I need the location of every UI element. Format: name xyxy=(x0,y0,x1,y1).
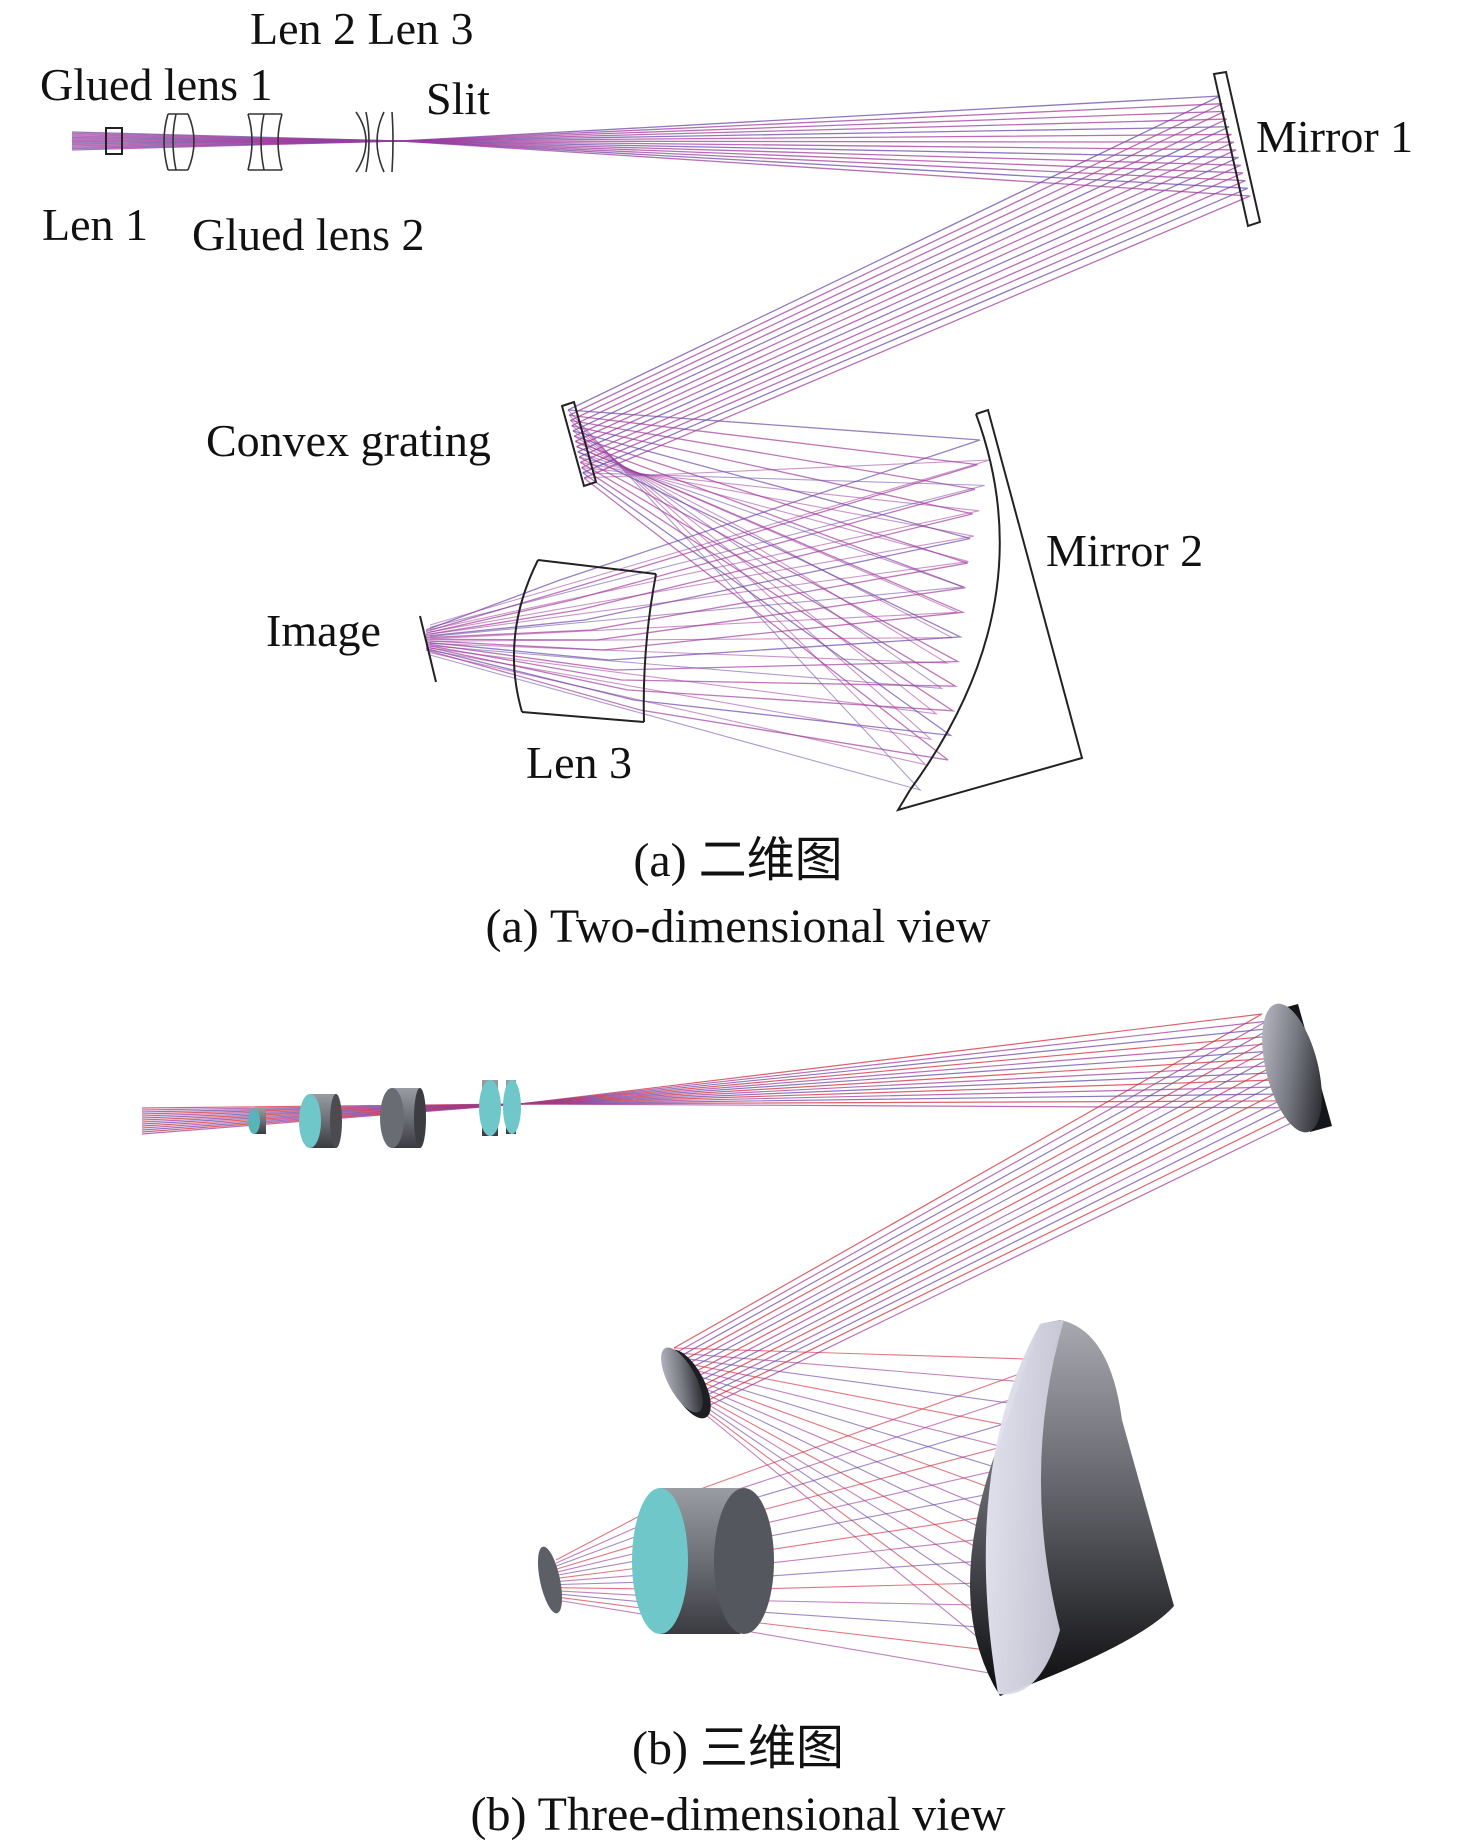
convex-grating-element xyxy=(560,400,598,488)
len-3-element xyxy=(512,559,657,723)
label-mirror-2: Mirror 2 xyxy=(1046,525,1203,576)
ray-2d-output-b xyxy=(429,446,958,640)
ray-2d-output xyxy=(425,451,963,661)
ray-2d-input xyxy=(71,118,1228,427)
mirror-2-3d xyxy=(970,1320,1174,1696)
mirror-2-element xyxy=(895,408,1084,812)
ray-2d-output-b xyxy=(429,466,980,631)
len-1-3d xyxy=(248,1108,266,1134)
ray-2d-output-b xyxy=(429,440,953,642)
ray-2d-output-b xyxy=(429,409,922,792)
label-convex-grating: Convex grating xyxy=(206,415,491,466)
ray-2d-output xyxy=(425,409,981,631)
ray-3d-output xyxy=(555,1409,1032,1681)
ray-2d-output-b xyxy=(429,420,933,741)
caption-a-chinese: (a) 二维图 xyxy=(633,834,842,887)
label-len-3: Len 3 xyxy=(526,737,632,788)
ray-2d-input xyxy=(71,140,1244,463)
ray-3d-output xyxy=(555,1380,1046,1583)
ray-3d-output xyxy=(555,1361,1052,1570)
len-1-element xyxy=(105,127,123,155)
ray-2d-output-b xyxy=(429,461,974,633)
ray-3d-input xyxy=(141,1020,1267,1354)
ray-3d-output xyxy=(555,1404,1035,1657)
len-2-len-3-element xyxy=(355,111,394,173)
ray-2d-output-b xyxy=(429,472,985,628)
ray-2d-output-b xyxy=(429,456,969,635)
ray-3d-output xyxy=(555,1371,1048,1576)
ray-2d-output xyxy=(425,446,966,651)
caption-b-chinese: (b) 三维图 xyxy=(632,1722,844,1775)
label-glued-lens-2: Glued lens 2 xyxy=(192,209,425,260)
ray-3d-output xyxy=(555,1376,1046,1580)
ray-2d-output xyxy=(425,456,961,671)
ray-2d-input xyxy=(71,140,1248,474)
ray-3d-output xyxy=(555,1400,1037,1632)
label-glued-lens-1: Glued lens 1 xyxy=(40,59,273,110)
two-dimensional-view-panel: Len 2 Len 3 Glued lens 1 Slit Mirror 1 L… xyxy=(40,3,1413,953)
ray-2d-output-b xyxy=(429,425,939,715)
label-len2-len3: Len 2 Len 3 xyxy=(250,3,474,54)
ray-2d-output xyxy=(425,477,949,761)
ray-2d-output xyxy=(425,440,966,641)
glued-lens-2-3d xyxy=(380,1088,426,1148)
ray-3d-output xyxy=(555,1356,1054,1567)
ray-2d-input xyxy=(71,140,1246,469)
three-dimensional-view-panel: (b) 三维图 (b) Three-dimensional view xyxy=(141,1003,1332,1841)
ray-2d-input xyxy=(71,140,1237,448)
ray-2d-output xyxy=(425,461,958,687)
ray-2d-output-b xyxy=(429,430,944,690)
ray-2d-input xyxy=(71,126,1230,432)
ray-3d-output xyxy=(555,1352,1057,1564)
label-mirror-1: Mirror 1 xyxy=(1256,111,1413,162)
convex-grating-3d xyxy=(661,1347,711,1419)
mirror-1-element xyxy=(1212,70,1262,228)
ray-2d-input xyxy=(71,103,1223,416)
mirror-1-3d xyxy=(1262,1003,1332,1133)
ray-2d-input xyxy=(71,140,1242,458)
ray-3d-input xyxy=(141,1042,1281,1368)
ray-2d-input xyxy=(71,110,1225,422)
label-image: Image xyxy=(266,605,381,656)
ray-3d-output xyxy=(555,1347,1059,1561)
ray-3d-output xyxy=(555,1366,1050,1573)
ray-2d-input xyxy=(71,140,1239,453)
len-3-3d xyxy=(632,1488,774,1634)
ray-2d-output xyxy=(425,466,956,712)
caption-a-english: (a) Two-dimensional view xyxy=(486,900,991,953)
ray-2d-output-b xyxy=(429,451,964,638)
glued-lens-1-element xyxy=(163,113,195,171)
ray-2d-input xyxy=(71,140,1251,479)
image-plane-element xyxy=(419,615,437,683)
ray-2d-input xyxy=(71,95,1221,411)
len-2-len-3-3d xyxy=(479,1080,521,1136)
ray-2d-output xyxy=(425,419,976,634)
ray-2d-input xyxy=(71,133,1232,437)
label-slit: Slit xyxy=(426,73,490,124)
caption-b-english: (b) Three-dimensional view xyxy=(471,1788,1006,1841)
glued-lens-2-element xyxy=(247,113,283,171)
ray-2d-output xyxy=(425,472,953,737)
glued-lens-1-3d xyxy=(299,1094,342,1148)
ray-2d-input xyxy=(71,139,1235,442)
label-len-1: Len 1 xyxy=(42,199,148,250)
image-plane-3d xyxy=(537,1546,563,1614)
lens-train-3d xyxy=(248,1080,521,1148)
ray-3d-input xyxy=(141,1027,1272,1359)
